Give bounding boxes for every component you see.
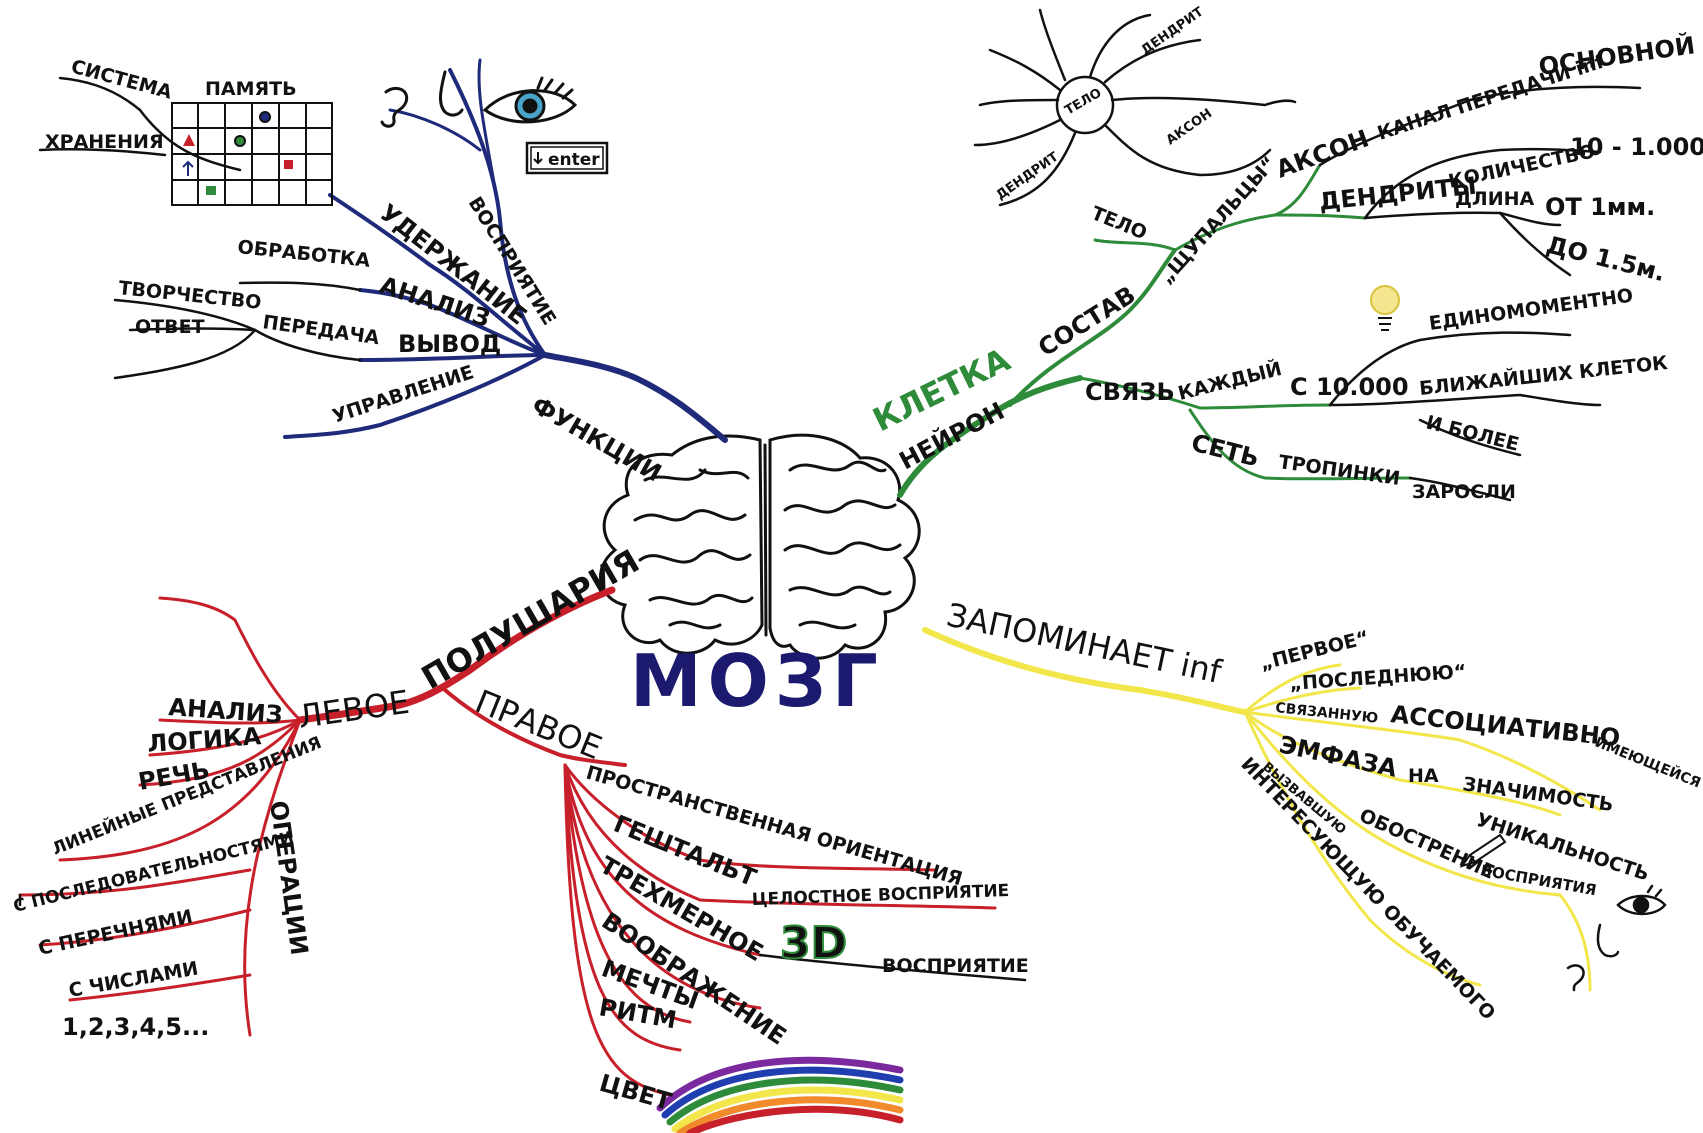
neuron-branch (897, 163, 1412, 498)
memory-root-label: ЗАПОМИНАЕТ inf (943, 596, 1225, 691)
simultaneous-label: ЕДИНОМОМЕНТНО (1428, 285, 1635, 335)
link-label: СВЯЗЬ (1085, 378, 1175, 406)
with-existing-label: С ИМЕЮЩЕЙСЯ (1579, 728, 1703, 792)
composition-label: СОСТАВ (1033, 281, 1140, 362)
body-label: ТЕЛО (1088, 202, 1150, 244)
operations-label: ОПЕРАЦИИ (264, 799, 313, 957)
subbranch-lines (18, 893, 1027, 982)
with-count-label: С 10.000 (1290, 373, 1409, 401)
emphasis-label: ЭМФАЗА (1277, 730, 1400, 782)
length-label: ДЛИНА (1455, 188, 1535, 210)
axon-label: АКСОН (1272, 124, 1372, 183)
quantity-value: 10 - 1.000 (1570, 133, 1703, 161)
sketch-axon-label: АКСОН (1164, 106, 1215, 148)
memory-ear-icon (1566, 964, 1585, 992)
logic-label: ЛОГИКА (146, 722, 262, 758)
functions-subbranches (38, 76, 362, 380)
sketch-body-label: ТЕЛО (1063, 86, 1105, 119)
neuron-subbranches (1318, 85, 1642, 502)
neuron-sketch-icon (973, 8, 1297, 207)
axon-main-label: ОСНОВНОЙ (1537, 30, 1697, 81)
numbers-label: С ЧИСЛАМИ (67, 957, 200, 1001)
functions-branch (283, 58, 728, 443)
right-hemisphere-label: ПРАВОЕ (470, 682, 607, 767)
interest-label: ИНТЕРЕСУЮЩУЮ ОБУЧАЕМОГО (1236, 753, 1499, 1024)
last-label: „ПОСЛЕДНЮЮ“ (1289, 661, 1467, 695)
transfer-label: ПЕРЕДАЧА (261, 311, 381, 349)
ear-icon (380, 86, 409, 128)
badge-3d: 3D (780, 918, 847, 969)
network-label: СЕТЬ (1189, 429, 1262, 473)
enter-key-icon: enter (525, 141, 609, 175)
memory-grid-icon (171, 102, 333, 206)
perception-3d-label: ВОСПРИЯТИЕ (882, 955, 1029, 977)
pencil-icon (1459, 833, 1507, 868)
sharpening-label: ОБОСТРЕНИЕ (1356, 804, 1498, 883)
functions-root-label: ФУНКЦИИ (527, 391, 666, 487)
enter-key-label: enter (548, 150, 600, 170)
memory-nose-icon (1596, 923, 1620, 958)
each-label: КАЖДЫЙ (1176, 357, 1284, 405)
on-label: НА (1408, 765, 1439, 787)
left-hemisphere-label: ЛЕВОЕ (296, 683, 412, 736)
brain-icon (599, 433, 921, 660)
processing-label: ОБРАБОТКА (236, 236, 371, 272)
lists-label: С ПЕРЕЧНЯМИ (36, 906, 194, 960)
storage-label-b: ХРАНЕНИЯ (45, 131, 164, 153)
output-label: ВЫВОД (398, 330, 501, 358)
memory-label: ПАМЯТЬ (205, 78, 297, 100)
hemispheres-branch (18, 586, 997, 1097)
answer-label: ОТВЕТ (135, 316, 205, 338)
length-to: ДО 1.5м. (1544, 231, 1669, 288)
eye-icon (482, 76, 578, 124)
center-title: МОЗГ (630, 639, 884, 723)
lightbulb-icon (1370, 285, 1400, 331)
and-more-label: И БОЛЕЕ (1424, 412, 1521, 456)
number-series-label: 1,2,3,4,5... (62, 1013, 209, 1041)
color-label: ЦВЕТ (596, 1069, 675, 1116)
length-from: ОТ 1мм. (1545, 193, 1655, 221)
hemispheres-root-label: ПОЛУШАРИЯ (415, 542, 646, 697)
rainbow-icon (656, 1056, 904, 1133)
sketch-dendrite-top-label: ДЕНДРИТ (1139, 5, 1207, 59)
nose-icon (439, 70, 464, 117)
thickets-label: ЗАРОСЛИ (1412, 481, 1516, 503)
paths-label: ТРОПИНКИ (1277, 451, 1401, 490)
memory-eye-icon (1616, 884, 1667, 916)
memory-branch (922, 627, 1602, 992)
nearest-cells-label: БЛИЖАЙШИХ КЛЕТОК (1418, 351, 1669, 400)
